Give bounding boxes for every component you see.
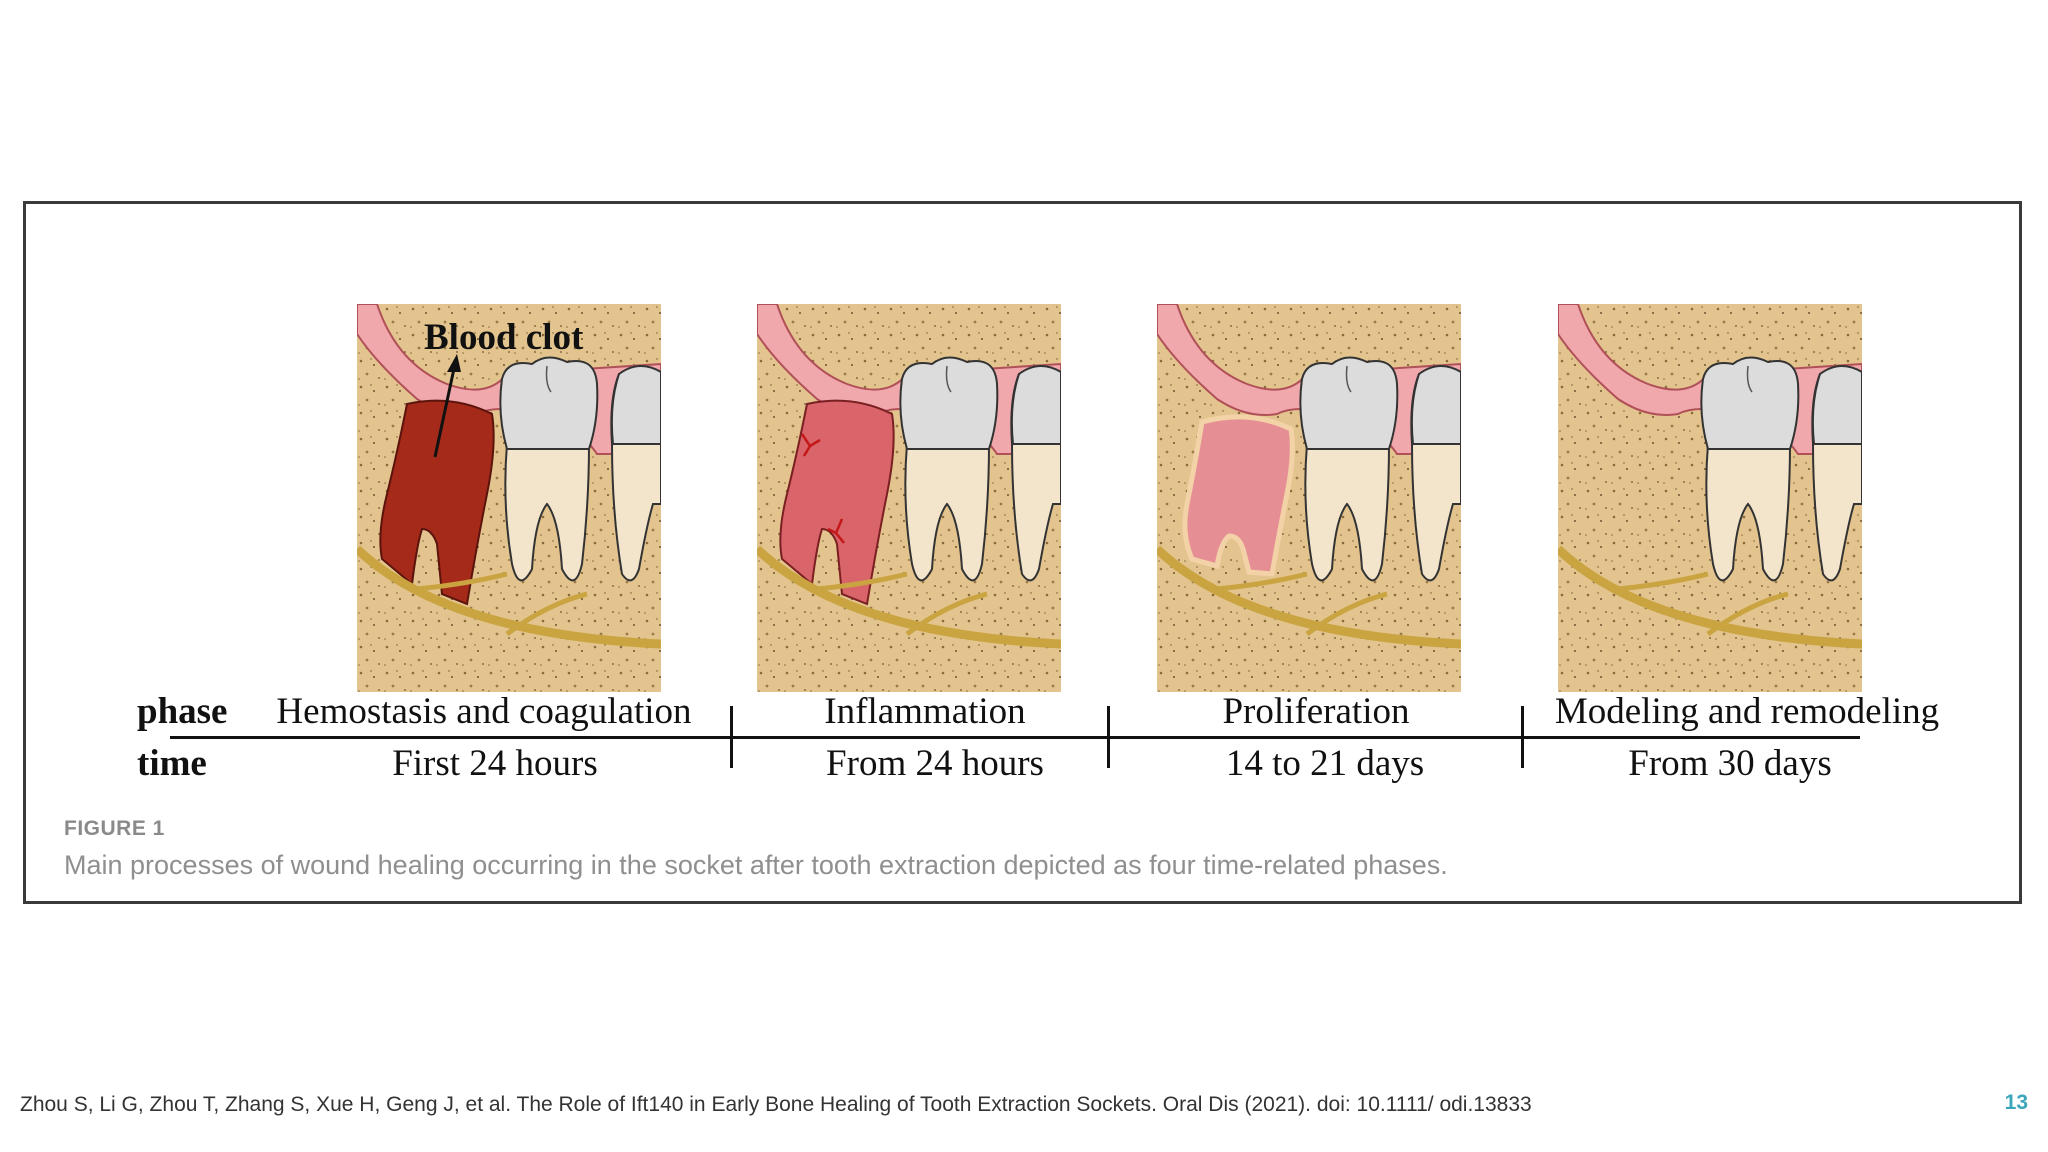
timeline-tick	[730, 706, 733, 768]
tooth-socket-illustration	[757, 304, 1061, 692]
tooth-socket-illustration	[357, 304, 661, 692]
phase-label: Proliferation	[1222, 691, 1410, 732]
figure-number: FIGURE 1	[64, 817, 165, 840]
nerve-canal	[1558, 545, 1862, 649]
panel-remodeling	[1558, 304, 1862, 692]
socket-granulation-tissue	[1182, 414, 1295, 577]
molar-root-icon	[1705, 443, 1792, 582]
panel-inflammation	[757, 304, 1061, 692]
phase-label: Hemostasis and coagulation	[276, 691, 692, 732]
page-number: 13	[2004, 1091, 2028, 1114]
socket-inflamed-tissue	[779, 399, 895, 606]
nerve-canal	[757, 545, 1061, 649]
blood-clot-label: Blood clot	[424, 317, 584, 358]
time-label: From 30 days	[1628, 743, 1832, 784]
molar-root-icon	[1304, 443, 1391, 582]
phase-label: Inflammation	[824, 691, 1026, 732]
phase-row-label: phase	[137, 691, 228, 732]
tooth-socket-illustration	[1558, 304, 1862, 692]
time-label: From 24 hours	[826, 743, 1044, 784]
molar-root-icon	[904, 443, 991, 582]
panel-hemostasis	[357, 304, 661, 692]
nerve-canal	[1157, 545, 1461, 649]
timeline-tick	[1107, 706, 1110, 768]
panel-proliferation	[1157, 304, 1461, 692]
vessel-icon	[800, 433, 845, 544]
time-row-label: time	[137, 743, 207, 784]
molar-crown-icon	[499, 356, 599, 450]
timeline-axis	[170, 736, 1860, 739]
time-label: 14 to 21 days	[1225, 743, 1425, 784]
socket-blood-clot	[379, 399, 495, 606]
arrow-icon	[433, 354, 461, 458]
molar-crown-icon	[899, 356, 999, 450]
figure-caption: Main processes of wound healing occurrin…	[64, 850, 1448, 880]
time-label: First 24 hours	[392, 743, 598, 784]
nerve-canal	[357, 545, 661, 649]
timeline-tick	[1521, 706, 1524, 768]
citation: Zhou S, Li G, Zhou T, Zhang S, Xue H, Ge…	[20, 1093, 1532, 1116]
phase-label: Modeling and remodeling	[1554, 691, 1940, 732]
molar-crown-icon	[1700, 356, 1800, 450]
molar-root-icon	[504, 443, 591, 582]
tooth-socket-illustration	[1157, 304, 1461, 692]
molar-crown-icon	[1299, 356, 1399, 450]
